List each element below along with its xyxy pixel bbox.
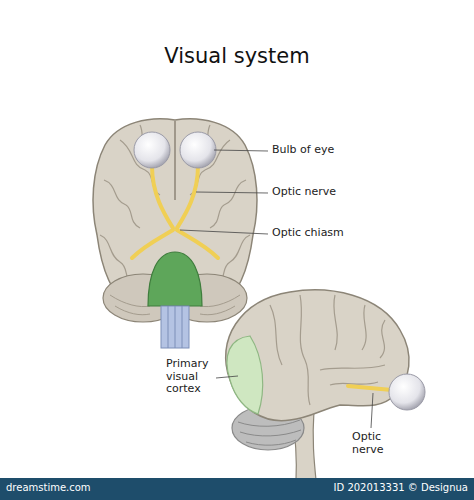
watermark-text: ID 202013331 © Designua [334,482,468,494]
pons [148,252,202,306]
part-label: Optic nerve [272,186,336,199]
optic-pathway [132,166,218,258]
cerebellum-lines [238,420,301,445]
optic-nerve-lateral [348,386,392,390]
eyeball-lateral [389,374,425,410]
part-label: Optic chiasm [272,227,344,240]
watermark-text: dreamstime.com [6,482,91,494]
inferior-brain-view [93,119,257,348]
part-label: Primary visual cortex [166,358,214,396]
leader-lines [180,150,373,428]
eyeball-right [180,132,216,168]
primary-visual-cortex-area [227,336,263,414]
lateral-brain-view [226,290,425,480]
longitudinal-fissure [174,121,176,200]
footer-bar [0,478,474,500]
diagram-title: Visual system [0,44,474,68]
medulla-stripes [168,306,182,348]
medulla [161,306,189,348]
eyeball-left [134,132,170,168]
cerebrum-lateral [226,290,409,421]
part-label: Optic nerve [352,431,396,456]
part-label: Bulb of eye [272,144,334,157]
